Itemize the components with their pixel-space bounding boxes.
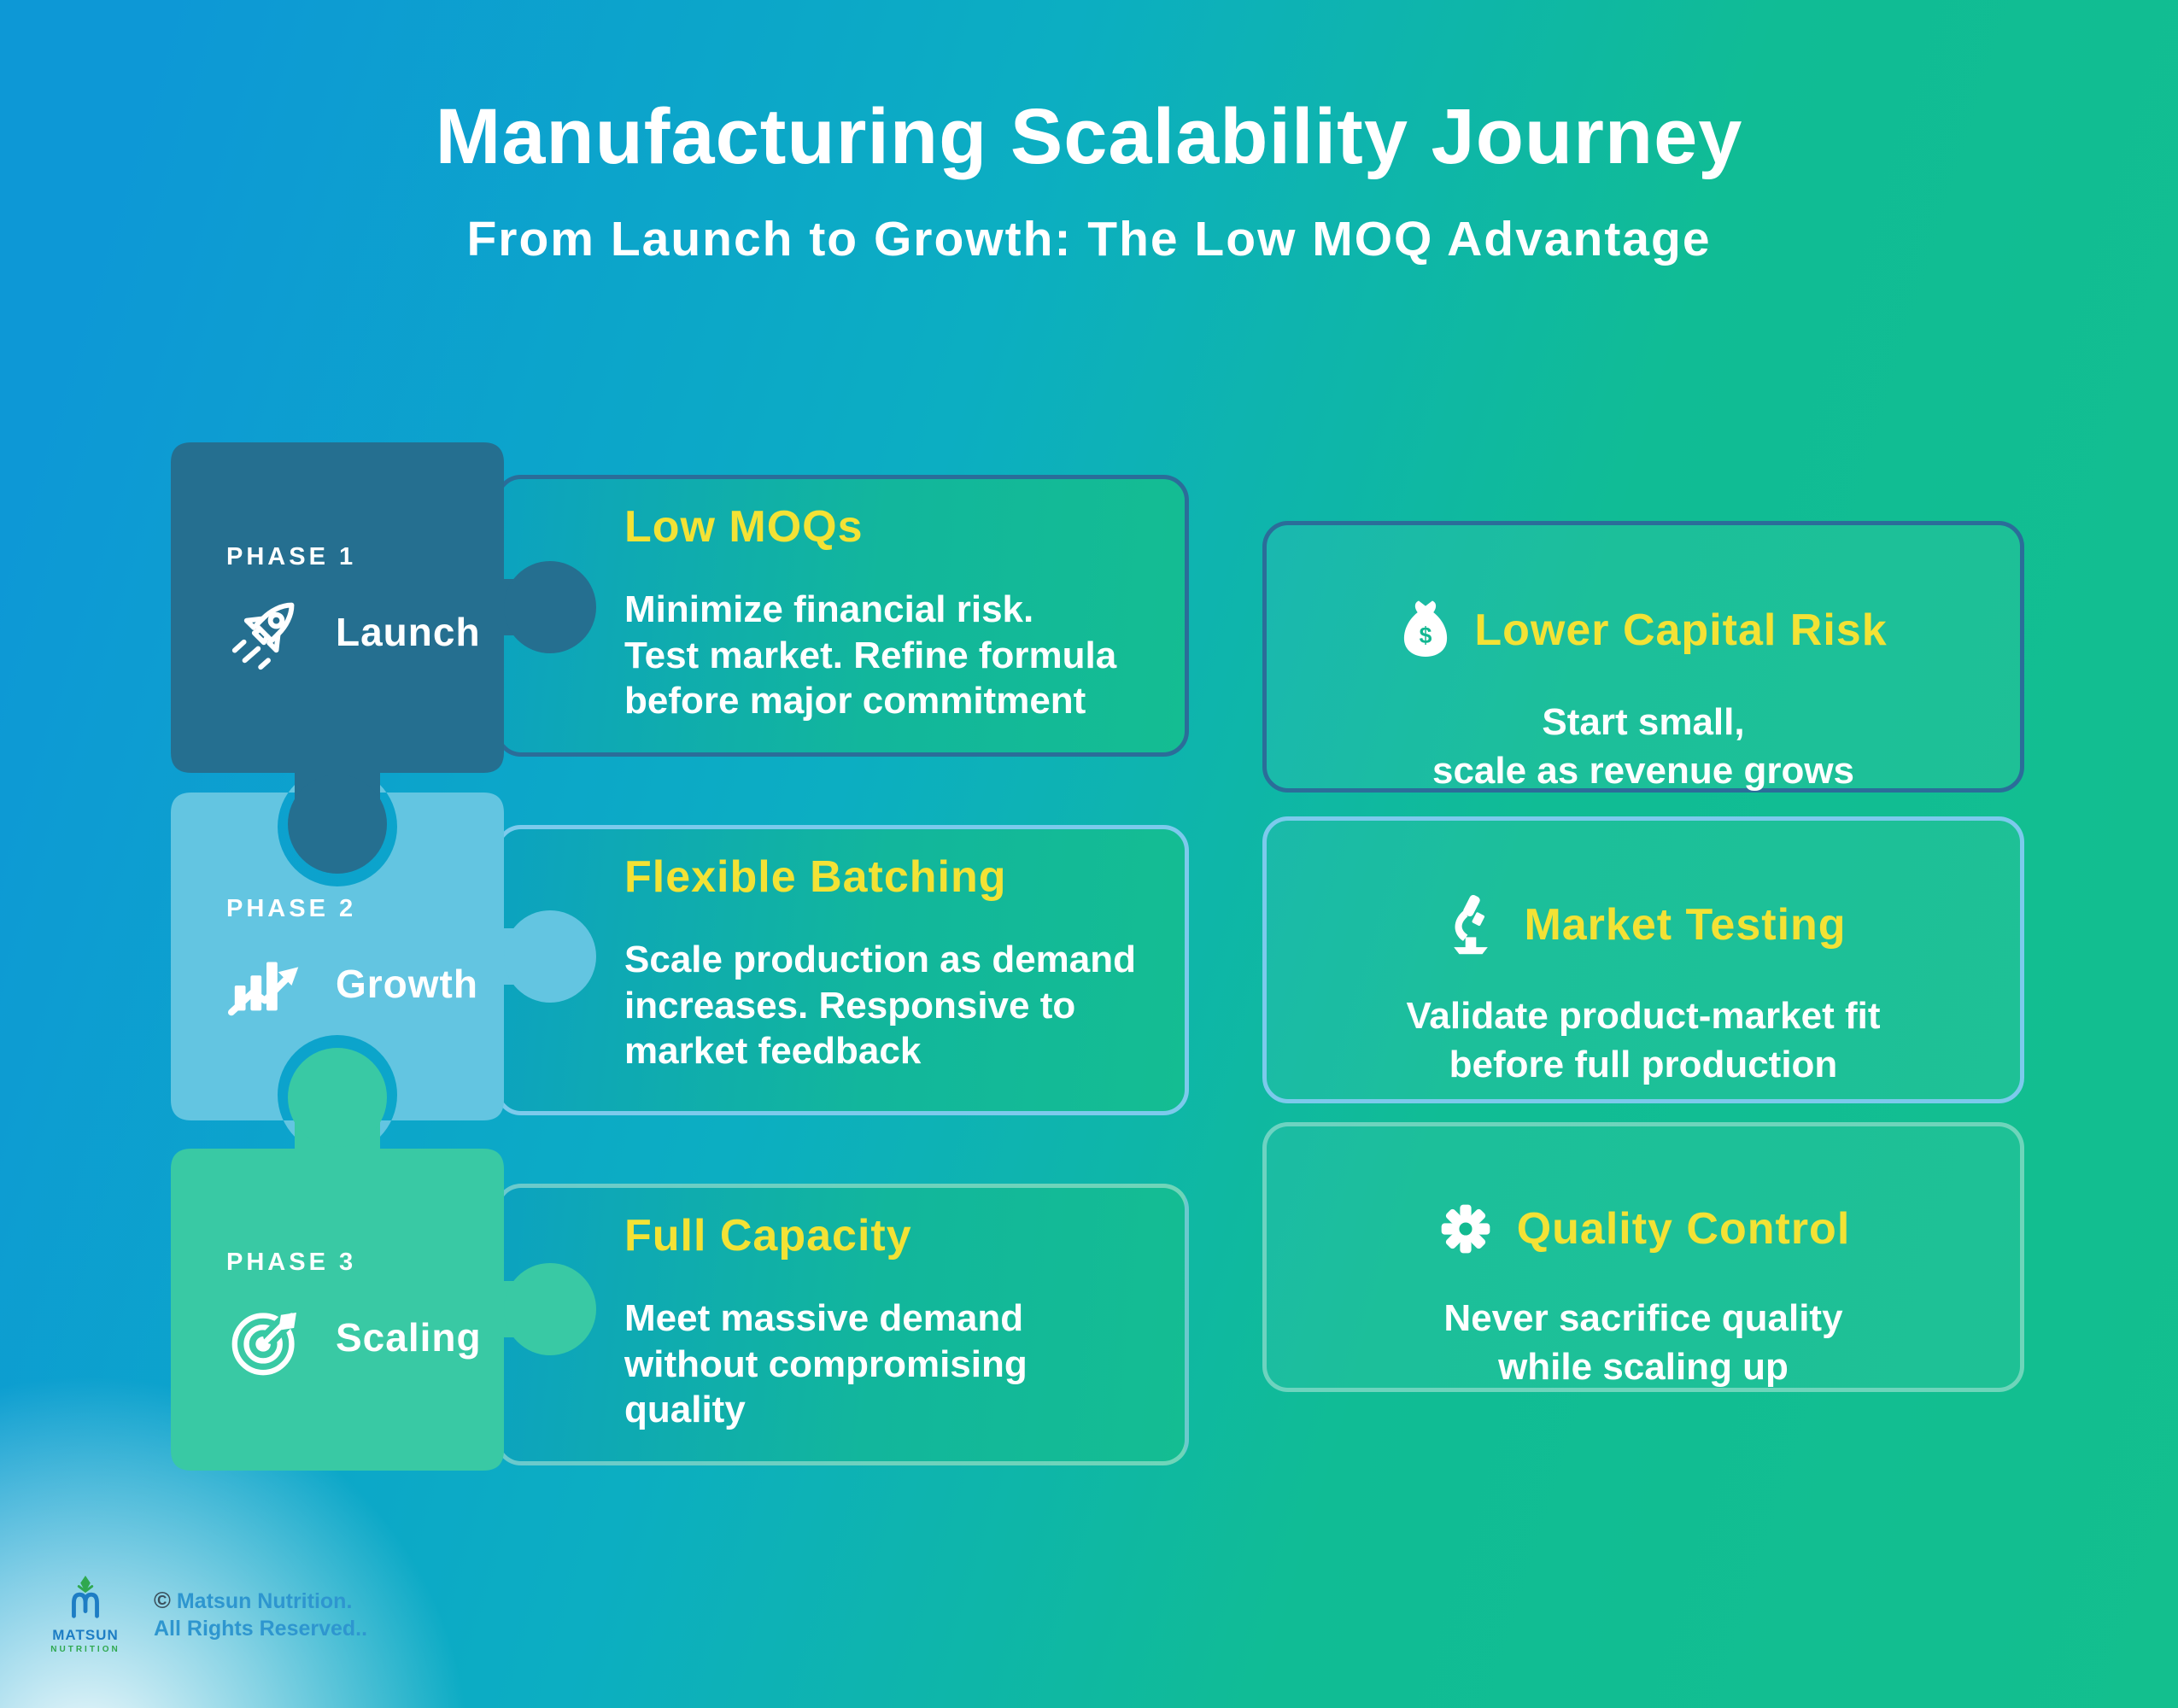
card-flexible-batching-title: Flexible Batching (624, 852, 1007, 902)
card-market-testing: Market Testing Validate product-market f… (1262, 816, 2024, 1103)
card-lower-capital-risk-title: Lower Capital Risk (1474, 605, 1888, 655)
card-quality-control: Quality Control Never sacrifice quality … (1262, 1122, 2024, 1392)
copyright-text: © Matsun Nutrition. All Rights Reserved.… (154, 1587, 367, 1642)
card-flexible-batching-body: Scale production as demand increases. Re… (624, 939, 1137, 1073)
microscope-icon (1454, 894, 1489, 955)
copyright-owner: Matsun Nutrition. (176, 1589, 353, 1613)
card-lower-capital-risk: $ Lower Capital Risk Start small, scale … (1262, 521, 2024, 793)
logo-brand-subtitle: NUTRITION (50, 1645, 120, 1654)
header: Manufacturing Scalability Journey From L… (0, 92, 2178, 267)
target-arrow-icon (231, 1301, 306, 1376)
phase-1-label: PHASE 1 (226, 543, 357, 570)
card-low-moqs-body: Minimize financial risk. Test market. Re… (624, 588, 1117, 722)
phase-3-content: PHASE 3 Scaling (226, 1249, 482, 1379)
rights-reserved-text: All Rights Reserved.. (154, 1616, 368, 1641)
rocket-icon (231, 602, 295, 670)
matsun-leaf-logo-icon (72, 1575, 99, 1618)
gear-icon (1441, 1204, 1490, 1254)
phase-1-content: PHASE 1 Launch (226, 543, 481, 674)
footer: MATSUN NUTRITION © Matsun Nutrition. All… (48, 1575, 367, 1654)
card-full-capacity-title: Full Capacity (624, 1211, 912, 1261)
card-full-capacity: Full Capacity Meet massive demand withou… (495, 1184, 1189, 1465)
phase-2-content: PHASE 2 Growth (226, 895, 478, 1026)
card-flexible-batching: Flexible Batching Scale production as de… (495, 825, 1189, 1115)
card-low-moqs-title: Low MOQs (624, 502, 864, 552)
phase-2-name: Growth (336, 962, 478, 1006)
money-bag-icon: $ (1404, 600, 1448, 657)
card-lower-capital-risk-body: Start small, scale as revenue grows (1432, 701, 1855, 793)
card-full-capacity-body: Meet massive demand without compromising… (624, 1297, 1028, 1431)
phase-1-name: Launch (336, 610, 481, 654)
copyright-icon: © (154, 1588, 171, 1613)
phase-2-label: PHASE 2 (226, 895, 357, 922)
card-market-testing-title: Market Testing (1524, 900, 1847, 950)
card-low-moqs: Low MOQs Minimize financial risk. Test m… (495, 475, 1189, 757)
card-quality-control-body: Never sacrifice quality while scaling up (1443, 1297, 1843, 1389)
svg-text:$: $ (1420, 623, 1432, 648)
bar-chart-growth-icon (227, 962, 299, 1016)
page-title: Manufacturing Scalability Journey (435, 93, 1743, 180)
phase-3-label: PHASE 3 (226, 1249, 357, 1276)
matsun-logo: MATSUN NUTRITION (48, 1575, 123, 1654)
card-market-testing-body: Validate product-market fit before full … (1406, 995, 1881, 1086)
logo-brand-name: MATSUN (52, 1627, 119, 1643)
page-subtitle: From Launch to Growth: The Low MOQ Advan… (466, 212, 1712, 266)
card-quality-control-title: Quality Control (1516, 1204, 1851, 1254)
phase-3-name: Scaling (336, 1315, 482, 1360)
